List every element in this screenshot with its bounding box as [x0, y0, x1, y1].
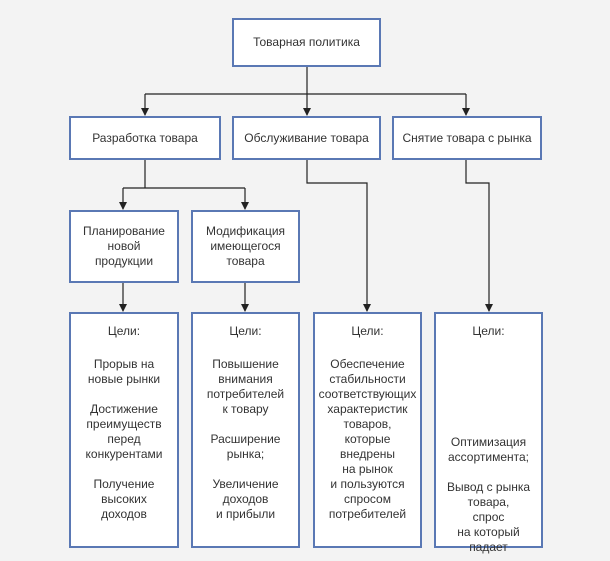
arrow-to-goals-withdrawal: [465, 160, 493, 312]
branch-development-label: Разработка товара: [92, 130, 198, 145]
branch-service: Обслуживание товара: [232, 116, 381, 160]
goals-title: Цели:: [229, 324, 262, 338]
goal-item: Вывод с рынка товара, спрос на который п…: [446, 480, 531, 554]
goal-item: Обеспечение стабильности соответствующих…: [318, 357, 417, 521]
goal-item: Прорыв на новые рынки: [87, 357, 161, 386]
goals-title: Цели:: [107, 324, 141, 338]
arrow-to-goals-service: [306, 160, 371, 312]
branch-development: Разработка товара: [69, 116, 221, 160]
goals-modification: Цели: Повышение внимания потребителей к …: [191, 312, 300, 548]
sub-branch-planning: Планирование новой продукции: [69, 210, 179, 283]
goal-item: Повышение внимания потребителей к товару: [206, 357, 285, 416]
goal-item: Достижение преимуществ перед конкурентам…: [85, 402, 163, 461]
goals-withdrawal-items: Оптимизация ассортимента; Вывод с рынка …: [436, 357, 541, 555]
branch-service-label: Обслуживание товара: [244, 130, 369, 145]
goal-item: Оптимизация ассортимента;: [447, 435, 529, 464]
goal-item: Получение высоких доходов: [93, 477, 155, 521]
sub-branch-planning-label: Планирование новой продукции: [83, 224, 165, 268]
goal-item: Увеличение доходов и прибыли: [212, 477, 279, 521]
goals-withdrawal: Цели: Оптимизация ассортимента; Вывод с …: [434, 312, 543, 554]
goal-item: Расширение рынка;: [210, 432, 281, 461]
branch-withdrawal: Снятие товара с рынка: [392, 116, 542, 160]
goals-service: Цели: Обеспечение стабильности соответст…: [313, 312, 422, 548]
root-label: Товарная политика: [253, 35, 360, 49]
goals-title: Цели:: [472, 324, 505, 338]
sub-branch-modification: Модификация имеющегося товара: [191, 210, 300, 283]
goals-planning: Цели: Прорыв на новые рынки Достижение п…: [69, 312, 179, 548]
branch-withdrawal-label: Снятие товара с рынка: [402, 130, 532, 145]
sub-branch-modification-label: Модификация имеющегося товара: [205, 224, 286, 268]
goals-title: Цели:: [351, 324, 384, 338]
root-node: Товарная политика: [232, 18, 381, 67]
